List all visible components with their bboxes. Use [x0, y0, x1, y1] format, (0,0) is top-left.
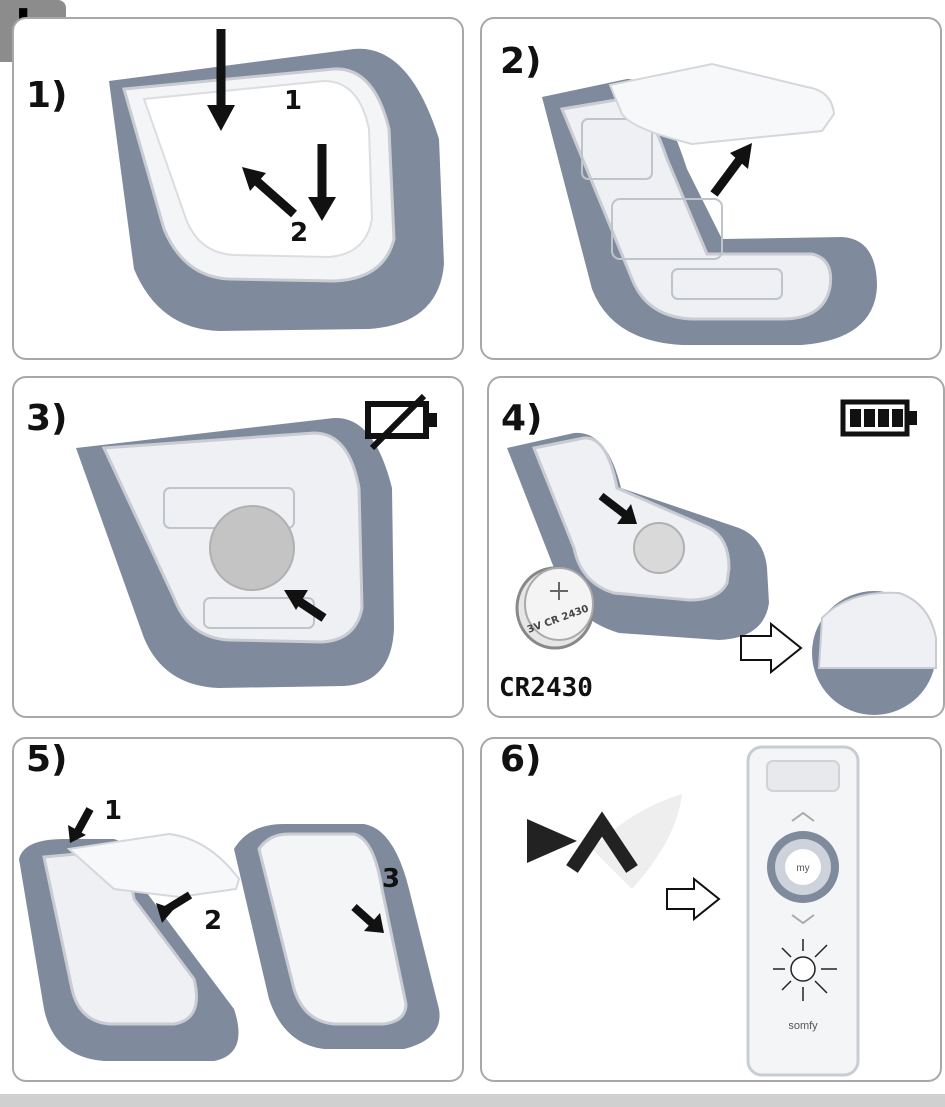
panel-step-4: 4) 3V CR 2430 CR2430	[487, 376, 945, 718]
remote-front: my somfy	[748, 747, 858, 1075]
remote-cover-lift-illustration	[482, 19, 944, 362]
remote-open-back-illustration: 1 2	[14, 19, 466, 362]
battery-empty-icon	[368, 396, 437, 448]
my-button-label: my	[796, 863, 809, 874]
panel-step-2: 2)	[480, 17, 942, 360]
coin-battery	[210, 506, 294, 590]
next-arrow-icon	[667, 879, 719, 919]
brand-logo: somfy	[788, 1020, 818, 1032]
lift-arrow-icon	[714, 143, 752, 194]
remote-confirm-illustration: my somfy	[482, 739, 944, 1084]
step-number: 3	[382, 864, 400, 894]
step-number: 1	[104, 796, 122, 826]
cover-close-illustration: 1 2 3	[14, 739, 466, 1084]
step-number: 1	[284, 86, 302, 116]
bottom-rule	[0, 1094, 945, 1107]
panel-step-1: 1) 1 2	[12, 17, 464, 360]
battery-caption: CR2430	[499, 673, 593, 703]
battery-insert-illustration: 3V CR 2430 CR2430	[489, 378, 945, 720]
coin-battery-icon: 3V CR 2430	[517, 568, 593, 648]
press-arrow-icon	[68, 809, 90, 843]
battery-removal-illustration	[14, 378, 466, 720]
step-number: 2	[204, 906, 222, 936]
panel-step-3: 3)	[12, 376, 464, 718]
step-number: 2	[290, 218, 308, 248]
panel-step-6: 6) my	[480, 737, 942, 1082]
press-arrow-icon	[156, 895, 190, 923]
battery-full-icon	[843, 402, 917, 434]
panel-step-5: 5) 1 2 3	[12, 737, 464, 1082]
